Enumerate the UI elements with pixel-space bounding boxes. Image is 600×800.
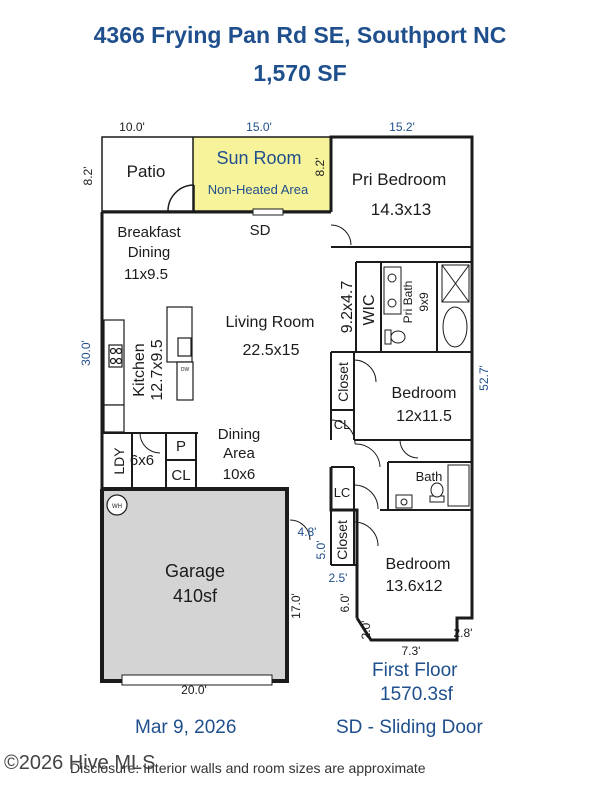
pantry-label: P xyxy=(176,438,186,455)
garage-size: 410sf xyxy=(173,586,218,606)
dining-area-label-1: Dining xyxy=(218,426,261,443)
bath-label: Bath xyxy=(416,469,443,484)
interior-walls xyxy=(102,246,472,566)
breakfast-label-1: Breakfast xyxy=(117,224,181,241)
pri-bedroom-label: Pri Bedroom xyxy=(352,170,446,189)
dim-8-2-left: 8.2' xyxy=(81,167,95,186)
garage-door xyxy=(121,674,273,686)
closet-1-label: Closet xyxy=(335,362,351,402)
dim-10-0: 10.0' xyxy=(119,120,145,134)
lc-label: LC xyxy=(334,485,351,500)
door-swings xyxy=(139,224,419,547)
bedroom-2-size: 12x11.5 xyxy=(396,408,452,425)
living-room-label: Living Room xyxy=(226,314,315,331)
dim-8-2-sun: 8.2' xyxy=(313,158,327,177)
date-label: Mar 9, 2026 xyxy=(135,717,237,738)
laundry-size: 6x6 xyxy=(130,452,154,469)
laundry-label: LDY xyxy=(111,447,127,475)
dim-15-2: 15.2' xyxy=(389,120,415,134)
dim-5-0: 5.0' xyxy=(314,541,328,560)
floor-label: First Floor xyxy=(372,660,458,681)
dim-6-0: 6.0' xyxy=(338,594,352,613)
sun-room-label: Sun Room xyxy=(216,148,301,168)
bedroom-3-size: 13.6x12 xyxy=(386,578,443,595)
address-title: 4366 Frying Pan Rd SE, Southport NC xyxy=(93,22,507,48)
garage-label: Garage xyxy=(165,561,225,581)
sun-room-note: Non-Heated Area xyxy=(208,182,309,197)
closet-2-label: Closet xyxy=(334,520,350,560)
garage-area xyxy=(102,489,287,681)
dishwasher-label: DW xyxy=(181,367,190,373)
sun-room-area xyxy=(193,137,331,211)
breakfast-size: 11x9.5 xyxy=(124,266,168,283)
sliding-door-legend: SD - Sliding Door xyxy=(336,717,483,738)
dim-2-8: 2.8' xyxy=(454,626,473,640)
wic-label: WIC xyxy=(361,294,378,325)
dim-7-3: 7.3' xyxy=(402,644,421,658)
wic-size: 9.2x4.7 xyxy=(339,281,356,334)
dining-area-size: 10x6 xyxy=(223,466,256,483)
cl-1-label: CL xyxy=(334,417,351,432)
living-room-size: 22.5x15 xyxy=(243,342,300,359)
dining-area-label-2: Area xyxy=(223,445,255,462)
dim-15-0: 15.0' xyxy=(246,120,272,134)
floor-area: 1570.3sf xyxy=(380,684,453,705)
water-heater-icon xyxy=(106,494,128,516)
disclaimer: Disclosure: Interior walls and room size… xyxy=(70,760,426,776)
bath-fixtures xyxy=(383,264,470,509)
dim-17-0: 17.0' xyxy=(289,593,303,619)
dim-4-8: 4.8' xyxy=(298,525,317,539)
kitchen-size: 12.7x9.5 xyxy=(149,339,166,400)
breakfast-label-2: Dining xyxy=(128,244,171,261)
patio-label: Patio xyxy=(127,162,166,181)
pri-bath-label: Pri Bath xyxy=(401,281,415,324)
bedroom-2-label: Bedroom xyxy=(392,385,457,402)
cl-2-label: CL xyxy=(171,467,190,484)
dim-2-0: 2.0' xyxy=(359,621,373,640)
sliding-door-label: SD xyxy=(250,222,271,239)
pri-bath-size: 9x9 xyxy=(417,292,431,312)
mls-watermark: ©2026 Hive MLS xyxy=(4,752,156,774)
kitchen-counters xyxy=(103,306,194,433)
sliding-door xyxy=(252,208,284,216)
dim-20-0: 20.0' xyxy=(181,683,207,697)
pri-bedroom-size: 14.3x13 xyxy=(371,200,432,219)
bedroom-3-label: Bedroom xyxy=(386,556,451,573)
water-heater-label: WH xyxy=(112,504,122,510)
kitchen-label: Kitchen xyxy=(131,343,148,396)
garage-walls xyxy=(100,487,289,683)
dim-30-0: 30.0' xyxy=(79,340,93,366)
square-footage-title: 1,570 SF xyxy=(253,60,347,86)
dim-52-7: 52.7' xyxy=(477,365,491,391)
dim-2-5: 2.5' xyxy=(329,571,348,585)
